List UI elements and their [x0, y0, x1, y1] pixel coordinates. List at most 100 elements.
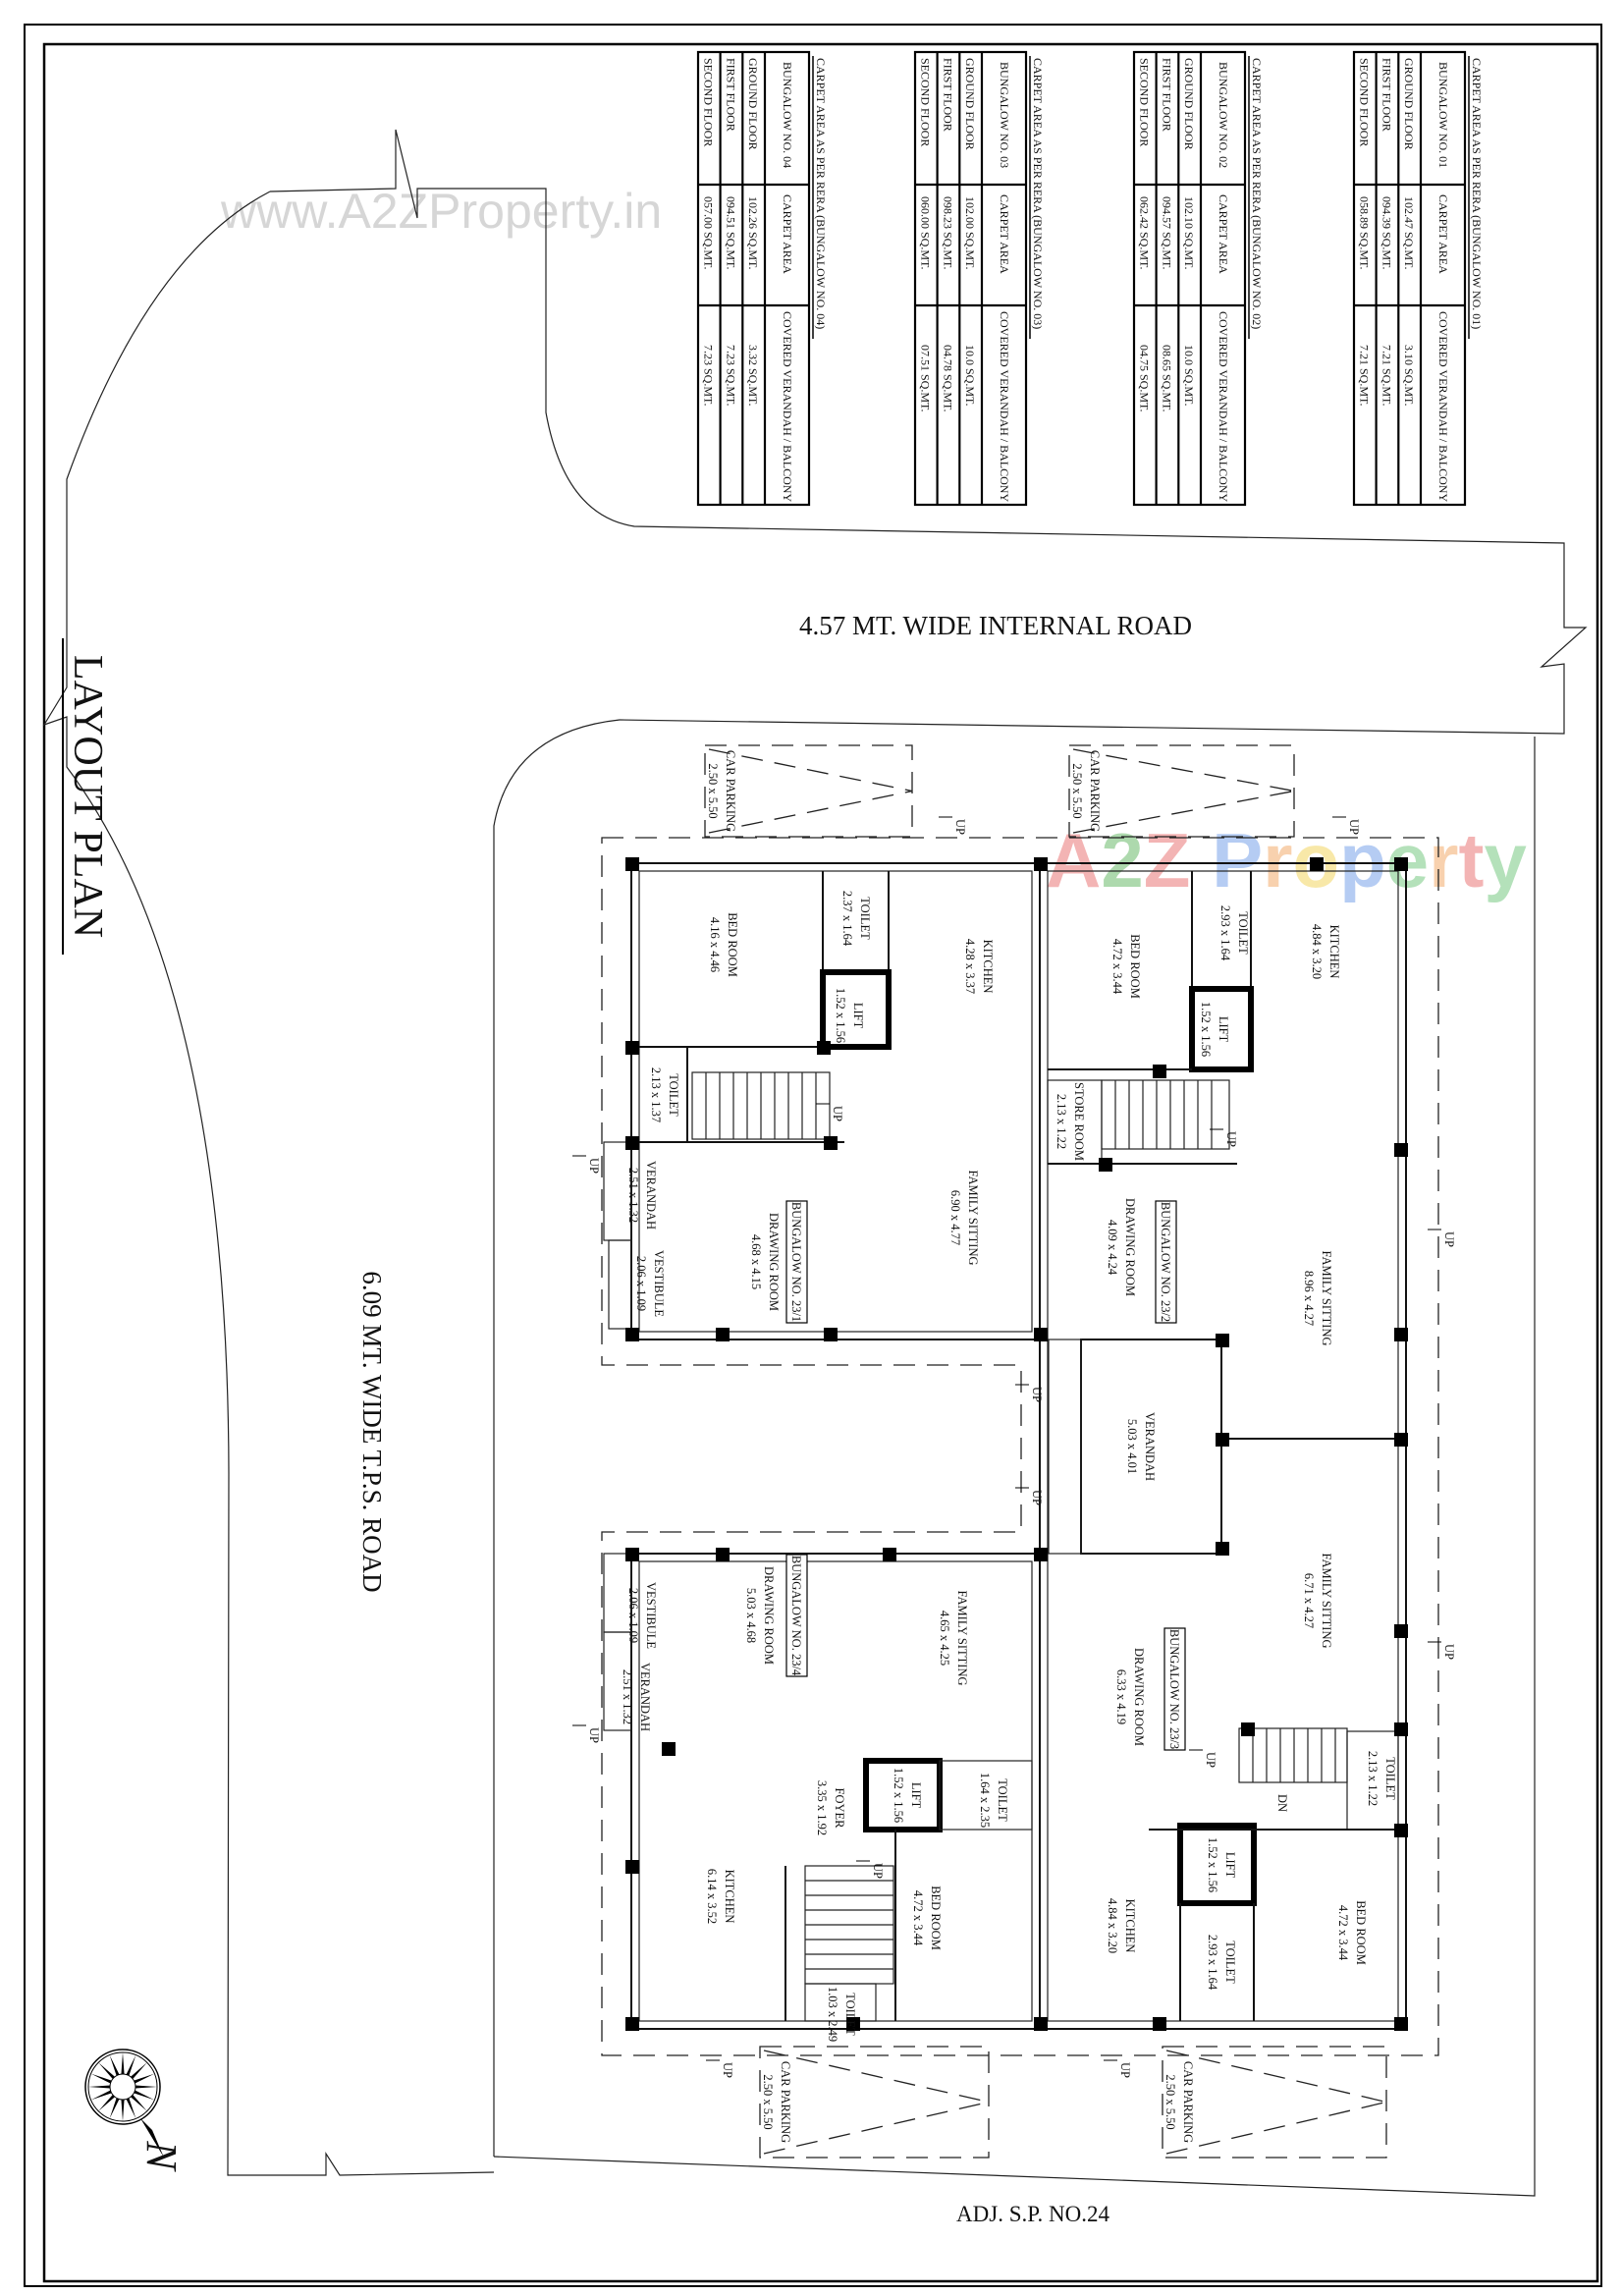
room-size: 6.90 x 4.77 [948, 1190, 962, 1245]
stair-up-marker: UP [721, 2062, 734, 2078]
table-header-cell: BUNGALOW NO. 04 [781, 62, 794, 168]
lift-shaft [820, 969, 892, 1050]
room-name: DRAWING ROOM [1132, 1648, 1146, 1746]
table-title: CARPET AREA AS PER RERA (BUNGALOW NO. 04… [814, 58, 828, 329]
stair-up-marker: UP [1224, 1131, 1238, 1147]
stair-up-marker: UP [1347, 819, 1361, 835]
table-cell: 102.00 SQ.MT. [963, 196, 977, 269]
bungalow-tag: BUNGALOW NO. 23/2 [1155, 1200, 1177, 1324]
stair-up-marker: UP [1030, 1387, 1044, 1402]
parking-name: CAR PARKING [1088, 750, 1102, 832]
parking-arrow [763, 2101, 990, 2155]
table-header-cell: CARPET AREA [1436, 194, 1450, 274]
table-cell: 07.51 SQ.MT. [919, 345, 933, 411]
column [1153, 1065, 1166, 1078]
room-size: 6.33 x 4.19 [1114, 1669, 1128, 1724]
column [1034, 2017, 1048, 2031]
logo-text: A2Z Property [1046, 817, 1527, 903]
table-cell: 094.51 SQ.MT. [724, 196, 737, 269]
room-name: FOYER [833, 1788, 846, 1830]
column [1394, 1722, 1408, 1736]
rera-table: CARPET AREA AS PER RERA (BUNGALOW NO. 02… [1132, 50, 1264, 507]
table-cell: 094.57 SQ.MT. [1160, 196, 1173, 269]
logo-letter [1190, 817, 1212, 903]
table-cell: 7.21 SQ.MT. [1380, 345, 1393, 406]
column [1394, 857, 1408, 871]
staircase [1238, 1727, 1348, 1783]
column [1034, 857, 1048, 871]
column [1394, 1824, 1408, 1837]
room-name: KITCHEN [723, 1870, 736, 1924]
table-cell: 3.10 SQ.MT. [1402, 345, 1416, 406]
room-size: 1.52 x 1.56 [892, 1768, 905, 1823]
room-name: KITCHEN [981, 940, 995, 994]
column [625, 1041, 639, 1055]
rera-table: CARPET AREA AS PER RERA (BUNGALOW NO. 01… [1352, 50, 1484, 507]
column [1394, 1433, 1408, 1447]
parking-arrow [1165, 2050, 1387, 2104]
column [1099, 1158, 1112, 1172]
logo-letter: A [1046, 817, 1101, 903]
logo-letter: 2 [1101, 817, 1143, 903]
column [1394, 1143, 1408, 1157]
inner-frame [42, 42, 1599, 2283]
table-header-cell: BUNGALOW NO. 03 [998, 62, 1011, 168]
bungalow-tag: BUNGALOW NO. 23/4 [785, 1554, 808, 1677]
table-border [913, 50, 1028, 507]
table-cell: 3.32 SQ.MT. [746, 345, 760, 406]
room-name: KITCHEN [1327, 925, 1341, 979]
column [1216, 1542, 1229, 1556]
room-name: STORE ROOM [1072, 1082, 1086, 1161]
table-header-cell: CARPET AREA [998, 194, 1011, 274]
table-cell: 062.42 SQ.MT. [1138, 196, 1152, 269]
table-header-cell: CARPET AREA [781, 194, 794, 274]
room-name: LIFT [1223, 1852, 1237, 1879]
page-title: LAYOUT PLAN [65, 655, 110, 938]
table-cell: 057.00 SQ.MT. [702, 196, 716, 269]
column [1394, 1328, 1408, 1341]
room-name: VERANDAH [644, 1161, 658, 1230]
stair-up-marker: UP [953, 819, 967, 835]
room-size: 2.06 x 1.09 [634, 1256, 648, 1311]
table-cell: 102.47 SQ.MT. [1402, 196, 1416, 269]
stair-up-marker: UP [1118, 2062, 1132, 2078]
logo-letter: t [1459, 817, 1485, 903]
table-cell: 08.65 SQ.MT. [1160, 345, 1173, 411]
column [625, 1328, 639, 1341]
column [824, 1136, 838, 1150]
room-size: 1.52 x 1.56 [834, 988, 847, 1043]
room-size: 4.72 x 3.44 [1110, 939, 1124, 995]
room-name: VERANDAH [638, 1663, 652, 1731]
table-cell: 7.21 SQ.MT. [1358, 345, 1372, 406]
room-name: TOILET [843, 1993, 857, 2036]
stair-up-marker: UP [1030, 1490, 1044, 1505]
table-header-cell: COVERED VERANDAH / BALCONY [781, 311, 794, 502]
table-cell: SECOND FLOOR [702, 58, 716, 146]
room-size: 2.93 x 1.64 [1206, 1935, 1219, 1991]
room-name: VESTIBULE [644, 1582, 658, 1649]
car-parking [1068, 744, 1295, 838]
table-cell: SECOND FLOOR [1358, 58, 1372, 146]
stair-up-marker: UP [1442, 1644, 1456, 1660]
column [883, 1548, 896, 1561]
bungalow-number: BUNGALOW NO. 23/4 [789, 1556, 803, 1676]
room-name: TOILET [858, 897, 872, 940]
table-cell: 10.0 SQ.MT. [963, 345, 977, 406]
tps-road-outline [42, 191, 495, 2176]
parking-size: 2.50 x 5.50 [706, 763, 720, 818]
room-size: 6.71 x 4.27 [1302, 1573, 1316, 1628]
table-cell: 058.89 SQ.MT. [1358, 196, 1372, 269]
room-name: DRAWING ROOM [767, 1213, 781, 1311]
table-cell: 7.23 SQ.MT. [702, 345, 716, 406]
table-title: CARPET AREA AS PER RERA (BUNGALOW NO. 02… [1250, 58, 1264, 329]
table-cell: 7.23 SQ.MT. [724, 345, 737, 406]
parking-arrow [1165, 2101, 1387, 2155]
rera-table: CARPET AREA AS PER RERA (BUNGALOW NO. 04… [696, 50, 828, 507]
table-border [1132, 50, 1247, 507]
table-cell: FIRST FLOOR [941, 58, 954, 132]
stair-up-marker: UP [831, 1106, 844, 1121]
room-name: BED ROOM [929, 1886, 943, 1950]
room-name: FAMILY SITTING [955, 1590, 969, 1685]
column [817, 1041, 831, 1055]
table-cell: GROUND FLOOR [746, 58, 760, 150]
